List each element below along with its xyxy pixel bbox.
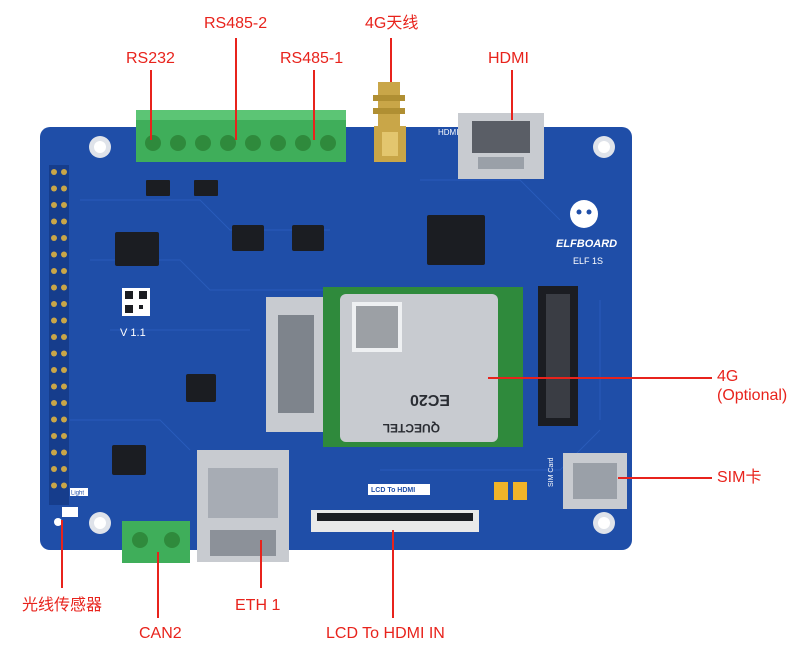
header-pin bbox=[51, 202, 57, 208]
terminal-screw bbox=[195, 135, 211, 151]
callout-eth1: ETH 1 bbox=[235, 597, 281, 614]
callout-4g-antenna: 4G天线 bbox=[365, 15, 419, 32]
header-pin bbox=[61, 400, 67, 406]
header-pin bbox=[51, 169, 57, 175]
header-pin bbox=[51, 449, 57, 456]
header-pin bbox=[51, 400, 57, 406]
header-pin bbox=[51, 482, 57, 489]
callout-sim: SIM卡 bbox=[717, 469, 762, 486]
header-pin bbox=[61, 334, 67, 340]
header-pin bbox=[51, 268, 57, 274]
ethernet-jack bbox=[197, 450, 289, 562]
lcd-silk: LCD To HDMI bbox=[371, 487, 415, 494]
callout-light-sensor: 光线传感器 bbox=[22, 597, 103, 614]
header-pin bbox=[51, 251, 57, 258]
terminal-screw bbox=[245, 135, 261, 151]
module-model-silk: EC20 bbox=[410, 391, 450, 408]
header-pin bbox=[61, 482, 67, 489]
ic-chips bbox=[112, 180, 485, 475]
header-pin bbox=[61, 202, 67, 208]
mpcie-slot bbox=[538, 286, 578, 426]
terminal-screw bbox=[320, 135, 336, 151]
elfboard-logo bbox=[570, 200, 598, 228]
header-pin bbox=[61, 433, 67, 439]
callout-4g-module: 4G (Optional) bbox=[717, 368, 788, 405]
sma-antenna-connector bbox=[373, 82, 406, 162]
header-pin bbox=[51, 185, 57, 192]
terminal-screw bbox=[220, 135, 236, 151]
header-pin bbox=[61, 284, 67, 291]
header-pin bbox=[51, 350, 57, 357]
capacitors bbox=[494, 482, 527, 500]
callout-lcd-to-hdmi: LCD To HDMI IN bbox=[326, 625, 445, 642]
sim-slot bbox=[563, 453, 627, 509]
mount-holes bbox=[89, 136, 615, 534]
callout-rs485-2: RS485-2 bbox=[204, 15, 268, 32]
header-pin bbox=[51, 466, 57, 472]
header-pin bbox=[61, 416, 67, 423]
header-pin bbox=[51, 383, 57, 390]
header-pin bbox=[61, 268, 67, 274]
callout-rs485-1: RS485-1 bbox=[280, 50, 344, 67]
brand-silk: ELFBOARD bbox=[556, 238, 617, 250]
light-silk: Light bbox=[71, 491, 84, 497]
header-pin bbox=[51, 317, 57, 324]
4g-module bbox=[323, 287, 523, 447]
can-terminal bbox=[122, 521, 190, 563]
light-silk-box bbox=[70, 488, 88, 496]
model-silk: ELF 1S bbox=[573, 256, 603, 266]
header-pin bbox=[61, 235, 67, 241]
sim-silk: SIM Card bbox=[548, 457, 555, 487]
header-pin bbox=[51, 301, 57, 307]
light-sensor bbox=[54, 507, 78, 526]
lcd-silk-box bbox=[368, 484, 430, 495]
pcb-traces bbox=[70, 179, 601, 471]
header-pin bbox=[61, 367, 67, 373]
header-pin bbox=[61, 301, 67, 307]
header-pin bbox=[61, 466, 67, 472]
lcd-fpc-connector bbox=[311, 510, 479, 532]
terminal-screw bbox=[295, 135, 311, 151]
terminal-screw bbox=[270, 135, 286, 151]
mpcie-clip bbox=[266, 297, 326, 432]
qr-code bbox=[122, 288, 150, 316]
header-pin bbox=[61, 169, 67, 175]
header-pin bbox=[51, 433, 57, 439]
header-pin bbox=[51, 334, 57, 340]
header-pin bbox=[61, 218, 67, 225]
header-pin bbox=[51, 416, 57, 423]
callout-can2: CAN2 bbox=[139, 625, 182, 642]
header-pin bbox=[61, 383, 67, 390]
version-silk: V 1.1 bbox=[120, 327, 146, 339]
header-pin bbox=[51, 235, 57, 241]
terminal-block-top bbox=[136, 110, 346, 162]
header-pin bbox=[51, 284, 57, 291]
callout-rs232: RS232 bbox=[126, 50, 175, 67]
hdmi-silk-label: HDMI bbox=[438, 128, 458, 137]
header-pin bbox=[61, 185, 67, 192]
header-pin bbox=[51, 367, 57, 373]
header-pin bbox=[61, 449, 67, 456]
module-brand-silk: QUECTEL bbox=[383, 421, 440, 435]
callout-hdmi: HDMI bbox=[488, 50, 529, 67]
header-pin bbox=[61, 251, 67, 258]
hdmi-connector bbox=[458, 113, 544, 179]
header-pin bbox=[61, 350, 67, 357]
callout-lines bbox=[61, 38, 712, 618]
terminal-screw bbox=[145, 135, 161, 151]
header-pin bbox=[61, 317, 67, 324]
header-pin bbox=[51, 218, 57, 225]
terminal-screw bbox=[170, 135, 186, 151]
